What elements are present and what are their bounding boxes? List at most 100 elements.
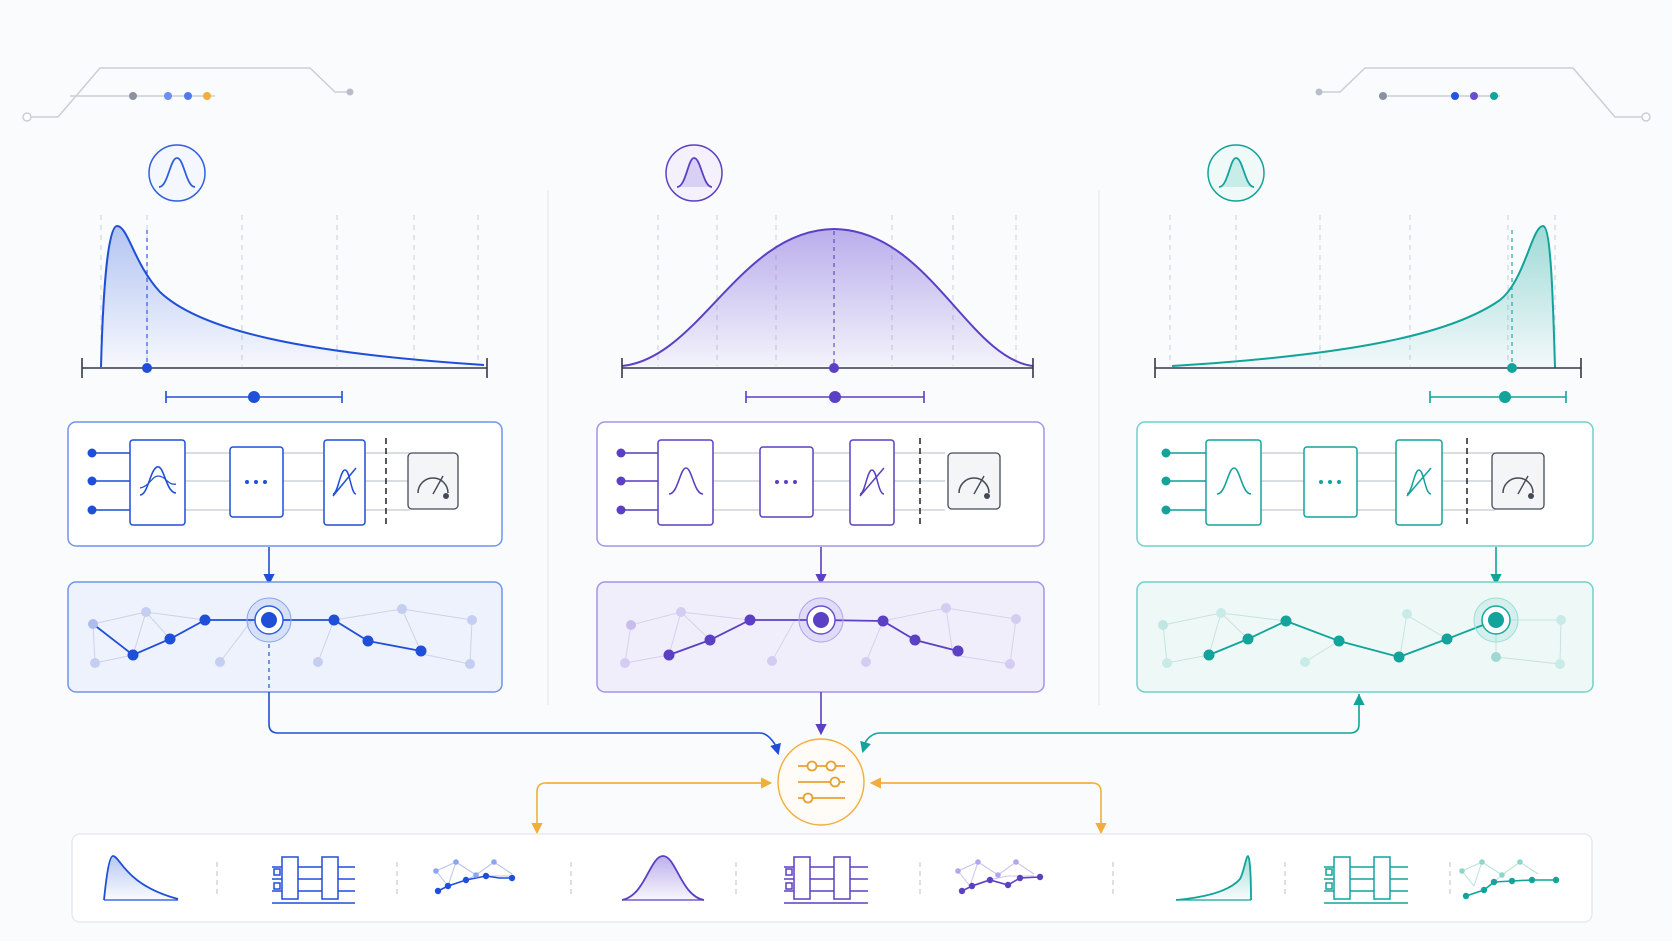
network-node <box>941 603 951 613</box>
circuit-thumbnail <box>784 856 868 904</box>
path-node <box>1203 649 1215 661</box>
network-node <box>88 619 98 629</box>
network-node <box>141 607 151 617</box>
network-node <box>1402 609 1412 619</box>
path-node <box>877 615 889 627</box>
trace-dot <box>184 92 192 100</box>
qubit-input-dot <box>1161 505 1171 515</box>
right-skewed-distribution-curve <box>100 224 485 368</box>
network-node <box>1300 657 1310 667</box>
network-thumbnail <box>955 859 1044 895</box>
left-circuit-box <box>67 421 503 547</box>
right-circuit-box <box>1136 421 1594 547</box>
network-node <box>215 657 225 667</box>
curve-gate-icon <box>129 439 186 526</box>
path-node <box>1393 651 1405 663</box>
qubit-input-dot <box>87 476 97 486</box>
path-node <box>1280 615 1292 627</box>
network-node <box>1158 620 1168 630</box>
trace-dot <box>129 92 137 100</box>
curve-gate-icon <box>1205 439 1262 526</box>
measurement-meter-icon <box>947 452 1001 510</box>
path-node <box>328 614 340 626</box>
hub-to-right-feedback <box>871 782 1107 835</box>
network-node <box>313 657 323 667</box>
network-node <box>620 658 630 668</box>
network-node <box>1005 659 1015 669</box>
network-node <box>1216 608 1226 618</box>
right-network-box <box>1136 581 1594 693</box>
network-node <box>465 659 475 669</box>
network-thumbnail <box>433 859 516 895</box>
right-skewed-distribution-fill <box>101 226 484 367</box>
qubit-input-dot <box>616 448 626 458</box>
path-node <box>952 645 964 657</box>
axis-marker-dot <box>1507 363 1517 373</box>
bell-curve-thumbnail <box>621 855 705 901</box>
path-node <box>362 635 374 647</box>
network-node <box>1556 615 1566 625</box>
trace-node <box>1315 88 1323 96</box>
qubit-input-dot <box>616 505 626 515</box>
network-node <box>90 658 100 668</box>
network-thumbnail <box>1459 859 1560 900</box>
curve-gate-icon <box>657 439 714 526</box>
focus-node <box>813 612 829 628</box>
center-network-box <box>596 581 1045 693</box>
network-node <box>1162 658 1172 668</box>
center-distribution-panel <box>621 144 1034 403</box>
network-node <box>1491 652 1501 662</box>
path-node <box>744 614 756 626</box>
left-skewed-distribution-curve <box>1171 224 1556 369</box>
network-node <box>1555 659 1565 669</box>
symmetric-distribution-fill <box>622 229 1033 366</box>
interval-center-dot <box>248 391 260 403</box>
circuit-thumbnail <box>1324 856 1408 904</box>
center-circuit-box <box>596 421 1045 547</box>
left-network-box <box>67 581 503 693</box>
circuit-thumbnail <box>272 856 355 904</box>
bell-curve-icon <box>148 144 206 202</box>
path-node <box>1441 633 1453 645</box>
path-node <box>127 649 139 661</box>
right-to-hub-connector <box>860 694 1360 754</box>
summary-strip <box>71 833 1593 923</box>
trace-dot <box>164 92 172 100</box>
trace-node <box>346 88 354 96</box>
trace-dot <box>1490 92 1498 100</box>
trace-dot <box>1379 92 1387 100</box>
network-node <box>1011 614 1021 624</box>
left-skewed-curve-thumbnail <box>1175 855 1252 901</box>
measurement-meter-icon <box>1491 452 1545 510</box>
interval-center-dot <box>1499 391 1511 403</box>
path-node <box>199 614 211 626</box>
trace-node <box>22 112 32 122</box>
right-distribution-panel <box>1154 144 1582 403</box>
path-node <box>663 649 675 661</box>
path-node <box>909 634 921 646</box>
parameter-hub <box>777 738 865 826</box>
network-node <box>767 656 777 666</box>
sliders-icon <box>798 760 845 804</box>
skewed-curve-thumbnail <box>103 855 179 901</box>
trace-dot <box>1470 92 1478 100</box>
qubit-input-dot <box>1161 476 1171 486</box>
hub-to-left-feedback <box>531 782 771 835</box>
path-node <box>1242 633 1254 645</box>
network-node <box>861 657 871 667</box>
network-node <box>626 620 636 630</box>
interval-center-dot <box>829 391 841 403</box>
path-node <box>164 633 176 645</box>
qubit-input-dot <box>87 448 97 458</box>
focus-node <box>261 612 277 628</box>
qubit-input-dot <box>616 476 626 486</box>
left-distribution-panel <box>81 144 488 403</box>
axis-marker-dot <box>829 363 839 373</box>
network-node <box>676 607 686 617</box>
path-node <box>704 634 716 646</box>
symmetric-distribution-curve <box>621 227 1034 367</box>
qubit-input-dot <box>1161 448 1171 458</box>
left-skewed-distribution-fill <box>1172 226 1555 368</box>
qubit-input-dot <box>87 505 97 515</box>
